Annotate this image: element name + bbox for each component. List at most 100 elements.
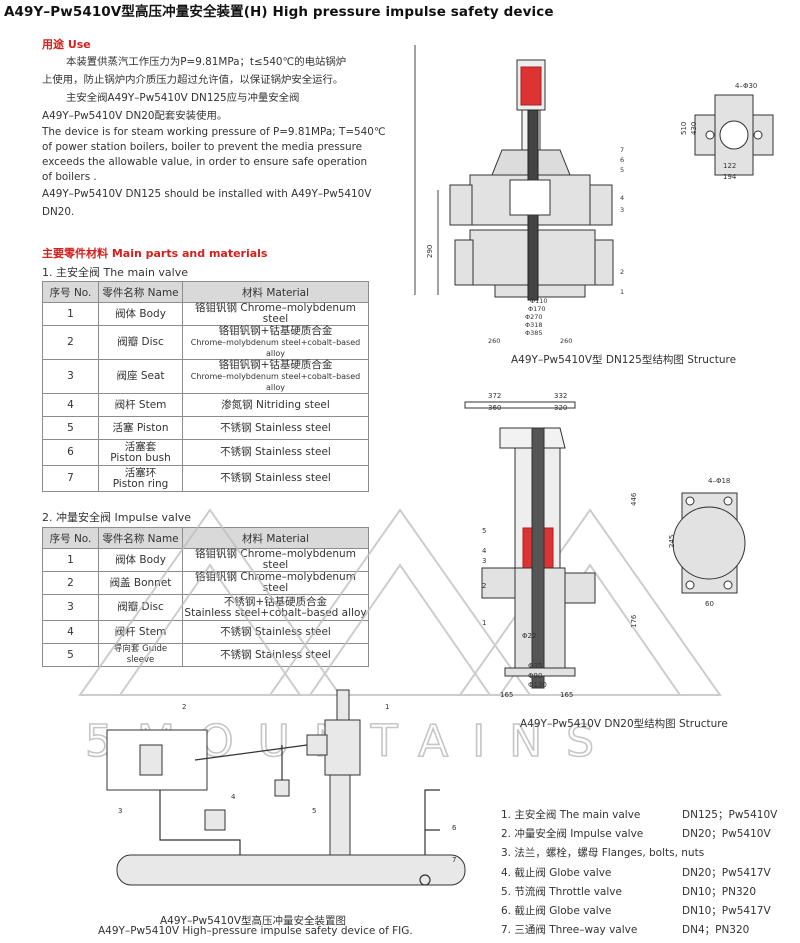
legend-item: 3. 法兰，螺栓，螺母 Flanges, bolts, nuts xyxy=(501,844,704,863)
parts-heading: 主要零件材料 Main parts and materials xyxy=(42,247,268,260)
cell-text: 不锈钢 Stainless steel xyxy=(220,472,331,484)
cell-text: 不锈钢 Stainless steel xyxy=(220,648,331,661)
header-no: 序号 No. xyxy=(42,527,99,549)
cell-text: 活塞 Piston xyxy=(112,421,169,434)
table-header-row: 序号 No. 零件名称 Name 材料 Material xyxy=(42,281,369,303)
cell-text: 铬钼钒钢+钴基硬质合金 xyxy=(218,359,333,371)
usage-line: 上使用，防止锅炉内介质压力超过允许值，以保证锅炉安全运行。 xyxy=(42,74,344,86)
usage-line: A49Y–Pw5410V DN20配套安装使用。 xyxy=(42,110,228,122)
cell-material: 不锈钢 Stainless steel xyxy=(182,416,369,440)
cell-no: 1 xyxy=(42,548,99,572)
cell-no: 2 xyxy=(42,571,99,595)
dn20-structure-drawing: 372 332 360 320 Φ22 Φ35 Φ90 Φ130 165 165… xyxy=(464,392,746,699)
dim-165a: 165 xyxy=(500,691,513,699)
cell-no: 5 xyxy=(42,416,99,440)
usage-text: 本装置供蒸汽工作压力为P=9.81MPa；t≤540℃的电站锅炉 上使用，防止锅… xyxy=(42,53,402,221)
dim-260a: 260 xyxy=(488,337,500,345)
dn20-dims: 372 332 360 320 Φ22 Φ35 Φ90 Φ130 165 165 xyxy=(488,392,573,699)
cell-text: 阀瓣 Disc xyxy=(117,336,164,348)
usage-line: of power station boilers, boiler to prev… xyxy=(42,141,363,153)
cell-name: 阀瓣 Disc xyxy=(98,325,183,360)
part-number: 5 xyxy=(620,166,624,174)
part-number: 1 xyxy=(385,703,389,711)
dn20-caption: A49Y–Pw5410V DN20型结构图 Structure xyxy=(520,718,728,730)
part-number: 2 xyxy=(482,582,486,590)
dim-260b: 260 xyxy=(560,337,572,345)
part-number: 5 xyxy=(482,527,486,535)
cell-no: 3 xyxy=(42,359,99,394)
dn125-top-view xyxy=(694,94,774,176)
cell-no: 4 xyxy=(42,620,99,644)
dn125-structure-drawing: 974 290 Φ110 Φ170 Φ270 Φ318 Φ385 260 260… xyxy=(414,45,774,345)
dn125-caption: A49Y–Pw5410V型 DN125型结构图 Structure xyxy=(511,354,737,366)
dim-phi90: Φ90 xyxy=(528,672,542,680)
cell-material: 渗氮钢 Nitriding steel xyxy=(182,393,369,417)
cell-text: 活塞套 xyxy=(124,440,157,453)
cell-material: 不锈钢 Stainless steel xyxy=(182,465,369,492)
page-title: A49Y–Pw5410V型高压冲量安全装置(H) High pressure i… xyxy=(4,4,554,20)
dim-176: 176 xyxy=(630,614,638,628)
dim-phi35: Φ35 xyxy=(528,662,542,670)
legend-text: 1. 主安全阀 The main valve xyxy=(501,809,641,821)
part-number: 6 xyxy=(620,156,624,164)
cell-name: 阀座 Seat xyxy=(98,359,183,394)
dim-phi110: Φ110 xyxy=(530,297,548,305)
part-number: 6 xyxy=(452,824,457,832)
cell-text: 不锈钢 Stainless steel xyxy=(220,446,331,458)
dn125-part-numbers: 7 6 5 4 3 2 1 xyxy=(620,146,624,296)
dim-phi22: Φ22 xyxy=(522,632,536,640)
header-name: 零件名称 Name xyxy=(98,281,183,303)
part-number: 7 xyxy=(620,146,624,154)
header-material: 材料 Material xyxy=(182,281,369,303)
cell-text: Chrome–molybdenum steel+cobalt–based all… xyxy=(190,372,361,392)
cell-text: 阀体 Body xyxy=(115,307,166,320)
cell-text: 渗氮钢 Nitriding steel xyxy=(221,398,330,411)
impulse-valve-title: 2. 冲量安全阀 Impulse valve xyxy=(42,511,192,524)
dim-122: 122 xyxy=(723,162,736,170)
dim-332: 332 xyxy=(554,392,567,400)
cell-text: 铬钼钒钢 Chrome–molybdenum steel xyxy=(195,548,356,571)
part-number: 1 xyxy=(482,619,486,627)
legend-text: 6. 截止阀 Globe valve xyxy=(501,904,612,917)
cell-text: 铬钼钒钢 Chrome–molybdenum steel xyxy=(195,571,356,594)
part-number: 5 xyxy=(312,807,316,815)
legend-spec: DN4；PN320 xyxy=(682,924,750,937)
legend-text: 5. 节流阀 Throttle valve xyxy=(501,885,622,898)
cell-text: Chrome–molybdenum steel+cobalt–based all… xyxy=(190,338,361,358)
cell-text: 阀座 Seat xyxy=(116,370,165,382)
device-caption-en: A49Y–Pw5410V High–pressure impulse safet… xyxy=(98,925,413,937)
cell-name: 阀杆 Stem xyxy=(98,393,183,417)
cell-no: 2 xyxy=(42,325,99,360)
dn125-bottom-dims: Φ110 Φ170 Φ270 Φ318 Φ385 260 260 xyxy=(488,297,572,345)
cell-no: 6 xyxy=(42,439,99,466)
dim-430: 430 xyxy=(690,122,698,135)
dim-phi170: Φ170 xyxy=(528,305,546,313)
part-number: 1 xyxy=(620,288,624,296)
dim-360: 360 xyxy=(488,404,501,412)
legend-spec: DN20；Pw5410V xyxy=(682,828,771,841)
dim-60: 60 xyxy=(705,600,714,608)
cell-no: 1 xyxy=(42,302,99,326)
part-number: 3 xyxy=(620,206,624,214)
dim-290: 290 xyxy=(426,245,434,258)
cell-text: Stainless steel+cobalt–based alloy xyxy=(184,606,367,619)
dn20-top-view xyxy=(672,492,746,594)
dim-phi318: Φ318 xyxy=(525,321,543,329)
table-row: 5 活塞 Piston 不锈钢 Stainless steel xyxy=(42,416,369,440)
legend-spec: DN10；PN320 xyxy=(682,885,757,898)
cell-no: 7 xyxy=(42,465,99,492)
part-number: 4 xyxy=(482,547,487,555)
usage-line: A49Y–Pw5410V DN125 should be installed w… xyxy=(42,188,372,218)
cell-text: 活塞环 xyxy=(124,466,157,479)
cell-material: 铬钼钒钢 Chrome–molybdenum steel xyxy=(182,302,369,326)
header-material: 材料 Material xyxy=(182,527,369,549)
legend-spec: DN20；Pw5417V xyxy=(682,866,771,879)
